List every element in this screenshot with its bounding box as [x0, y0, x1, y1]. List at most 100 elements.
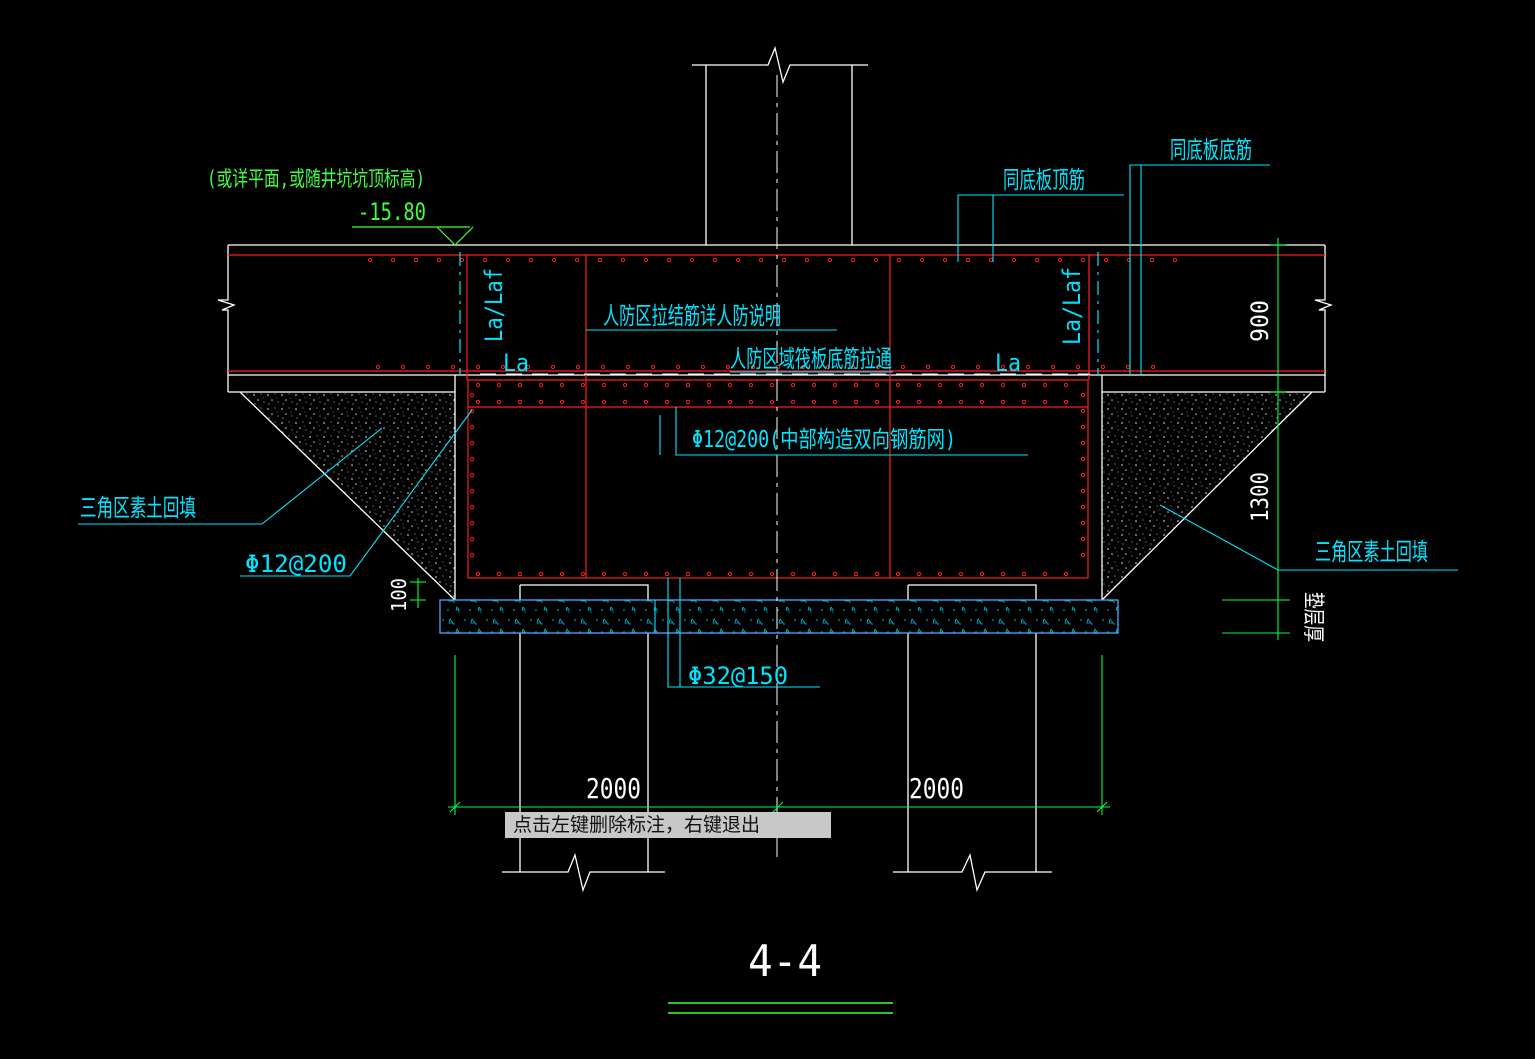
rebar-dot [919, 257, 925, 263]
top-rebar-label: 同底板顶筋 [1003, 166, 1085, 194]
rebar-dot [950, 364, 956, 370]
rebar-dot [916, 399, 922, 405]
rebar-dot [1100, 364, 1106, 370]
rebar-dot [538, 382, 544, 388]
rebar-dot [1057, 257, 1063, 263]
rebar-dot [1103, 257, 1109, 263]
rebar-dot [664, 399, 670, 405]
rebar-dot [528, 257, 534, 263]
rebar-dot [873, 257, 879, 263]
rebar-dot [1050, 364, 1056, 370]
dim-slab-thickness: 900 [1246, 300, 1274, 342]
rebar-dot [469, 536, 475, 542]
rebar-dot [1149, 257, 1155, 263]
rebar-dot [425, 364, 431, 370]
anchor-left-label: La/Laf [480, 268, 508, 342]
rebar-dot [469, 488, 475, 494]
rebar-dot [643, 382, 649, 388]
rebar-dot [685, 399, 691, 405]
rebar-dot [469, 456, 475, 462]
rebar-dot [1025, 364, 1031, 370]
rebar-dot [900, 364, 906, 370]
structure-outline [217, 45, 1333, 893]
rebar-dot [748, 571, 754, 577]
rebar-dot [925, 364, 931, 370]
rebar-dot [775, 364, 781, 370]
rebar-dot [1011, 257, 1017, 263]
rebar-dot [620, 257, 626, 263]
rebar-dot [790, 399, 796, 405]
rebar-dot [413, 257, 419, 263]
anchor-right-label: La/Laf [1058, 267, 1086, 345]
rebar-dot [1080, 536, 1086, 542]
rebar-dot [706, 399, 712, 405]
rebar-dot [1080, 552, 1086, 558]
rebar-dot [574, 257, 580, 263]
rebar-dot [580, 571, 586, 577]
rebar-dot [469, 504, 475, 510]
rebar-dot [942, 257, 948, 263]
rebar-dot [1034, 257, 1040, 263]
rebar-dot [475, 571, 481, 577]
dimension-lines [410, 238, 1290, 815]
elevation-marker [352, 226, 474, 246]
rebar-dot [450, 364, 456, 370]
rebar-dot [469, 408, 475, 414]
leader-lines [78, 164, 1458, 688]
rebar-dot [482, 257, 488, 263]
rebar-dot [1080, 488, 1086, 494]
rebar-dot [1000, 399, 1006, 405]
rebar-dot [850, 257, 856, 263]
rebar-dot [643, 399, 649, 405]
rebar-dot [916, 571, 922, 577]
rebar-dot [469, 520, 475, 526]
rebar-dot [727, 399, 733, 405]
rebar-dot [1021, 571, 1027, 577]
rebar-dot [853, 571, 859, 577]
rebar-dot [875, 364, 881, 370]
rebar-dot [825, 364, 831, 370]
rebar-dot [559, 399, 565, 405]
rebar-dot [832, 399, 838, 405]
rebar-dot [1080, 424, 1086, 430]
rebar-dot [965, 257, 971, 263]
rebar-dot [685, 382, 691, 388]
rebar-dot [712, 257, 718, 263]
rebar-dot [650, 364, 656, 370]
section-title: 4-4 [748, 936, 822, 987]
rebar-dot [979, 571, 985, 577]
rebar-dot [559, 382, 565, 388]
rebar-dot [643, 257, 649, 263]
dim-left-width: 2000 [586, 772, 641, 805]
rebar-dot [958, 382, 964, 388]
rebar-dot [827, 257, 833, 263]
rebar-dot [469, 424, 475, 430]
rebar-dot [390, 257, 396, 263]
bottom-rebar-label: 同底板底筋 [1170, 136, 1252, 164]
rebar-dot [958, 399, 964, 405]
rebar-dot [853, 399, 859, 405]
rebar-dot [622, 382, 628, 388]
rebar-dot [580, 382, 586, 388]
rebar-dot [1000, 382, 1006, 388]
backfill-right-label: 三角区素土回填 [1315, 538, 1428, 566]
rebar-dot [1021, 382, 1027, 388]
rebar-dot [600, 364, 606, 370]
rebar-dot [367, 257, 373, 263]
rebar-dot [850, 364, 856, 370]
rebar-dot [469, 552, 475, 558]
rebar-dot [916, 382, 922, 388]
rebar-dot [811, 399, 817, 405]
rebar-dot [496, 571, 502, 577]
rebar-dot [735, 257, 741, 263]
rebar-dot [601, 399, 607, 405]
rebar-dot [1150, 364, 1156, 370]
mesh-label: Φ12@200(中部构造双向钢筋网) [692, 427, 956, 453]
rebar-dot [1021, 399, 1027, 405]
cushion-label: 垫层厚 [1300, 592, 1325, 642]
rebar-dot [853, 382, 859, 388]
rebar-dot [769, 382, 775, 388]
rebar-dot [781, 257, 787, 263]
